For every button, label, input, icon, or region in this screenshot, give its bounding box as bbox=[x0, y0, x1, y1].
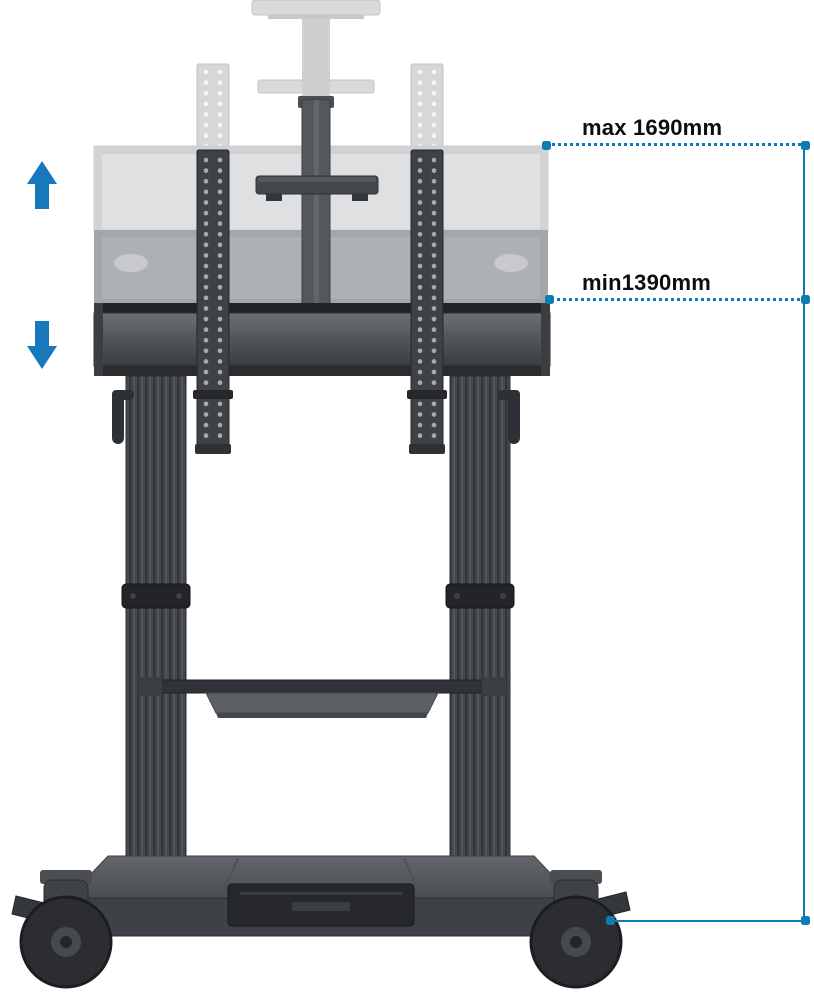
vesa-rail-left bbox=[193, 149, 233, 454]
side-handle-right bbox=[498, 390, 520, 444]
screen-support-panel bbox=[93, 303, 551, 376]
caster-left bbox=[11, 870, 113, 989]
down-arrow-icon bbox=[27, 321, 57, 369]
dimension-endpoint-dot bbox=[606, 916, 615, 925]
dimension-endpoint-dot bbox=[801, 295, 810, 304]
min-height-label: min1390mm bbox=[582, 270, 711, 295]
base bbox=[66, 855, 576, 937]
center-column bbox=[298, 96, 334, 307]
max-height-label: max 1690mm bbox=[582, 115, 723, 140]
leg-right bbox=[445, 375, 515, 871]
equipment-shelf bbox=[255, 175, 379, 201]
floor-dimension-line bbox=[610, 920, 806, 922]
dimension-endpoint-dot bbox=[542, 141, 551, 150]
dimension-endpoint-dot bbox=[545, 295, 554, 304]
caster-right bbox=[529, 870, 631, 989]
up-arrow-icon bbox=[27, 161, 57, 209]
max-height-dimension-line bbox=[547, 143, 806, 146]
middle-shelf bbox=[138, 677, 506, 718]
vesa-rail-right bbox=[407, 149, 447, 454]
leg-left bbox=[121, 375, 191, 871]
side-handle-left bbox=[112, 390, 134, 444]
min-height-dimension-line bbox=[550, 298, 806, 301]
dimension-endpoint-dot bbox=[801, 141, 810, 150]
vertical-dimension-line bbox=[803, 146, 805, 922]
dimension-endpoint-dot bbox=[801, 916, 810, 925]
